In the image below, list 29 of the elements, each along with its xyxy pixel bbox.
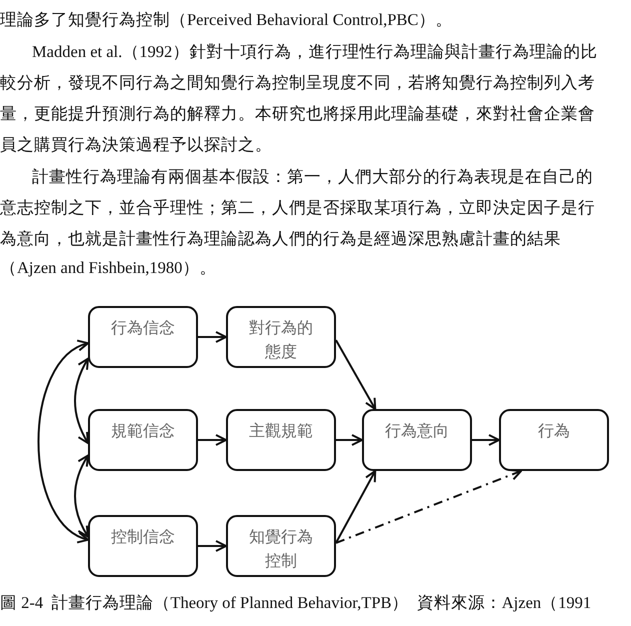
body-text-line: 員之購買行為決策過程予以探討之。 [0,135,272,155]
arrow [335,340,376,410]
arrow [335,470,376,544]
body-text-line: 意志控制之下，並合乎理性；第二，人們是否採取某項行為，立即決定因子是行 [0,198,595,218]
arrow [198,540,227,552]
body-text-line: Madden et al.（1992）針對十項行為，進行理性行為理論與計畫行為理論的比 [32,42,598,62]
body-text-line: 計畫性行為理論有兩個基本假設：第一，人們大部分的行為表現是在自己的 [32,167,593,187]
double-arrow [38,342,89,542]
process-box: 知覺行為控制 [226,515,336,577]
double-arrow [74,454,89,538]
process-box: 規範信念 [88,409,198,471]
dashed-arrow [336,468,522,544]
arrow [198,331,227,343]
process-box: 控制信念 [88,515,198,577]
body-text-line: 較分析，發現不同行為之間知覺行為控制呈現度不同，若將知覺行為控制列入考 [0,73,595,93]
process-box: 行為信念 [88,306,198,368]
arrow [472,434,500,446]
body-text-line: 理論多了知覺行為控制（Perceived Behavioral Control,PBC）。 [0,10,452,30]
process-box: 行為 [499,409,609,471]
arrow [336,434,363,446]
process-box: 行為意向 [362,409,472,471]
body-text-line: 量，更能提升預測行為的解釋力。本研究也將採用此理論基礎，來對社會企業會 [0,104,595,124]
process-box: 主觀規範 [226,409,336,471]
body-text-line: （Ajzen and Fishbein,1980）。 [0,258,216,278]
process-box: 對行為的態度 [226,306,336,368]
arrow [198,434,227,446]
double-arrow [74,358,89,444]
figure-caption: 圖 2-4 計畫行為理論（Theory of Planned Behavior,TPB） 資料來源：Ajzen（1991 [0,593,592,613]
body-text-line: 為意向，也就是計畫性行為理論認為人們的行為是經過深思熟慮計畫的結果 [0,229,561,249]
